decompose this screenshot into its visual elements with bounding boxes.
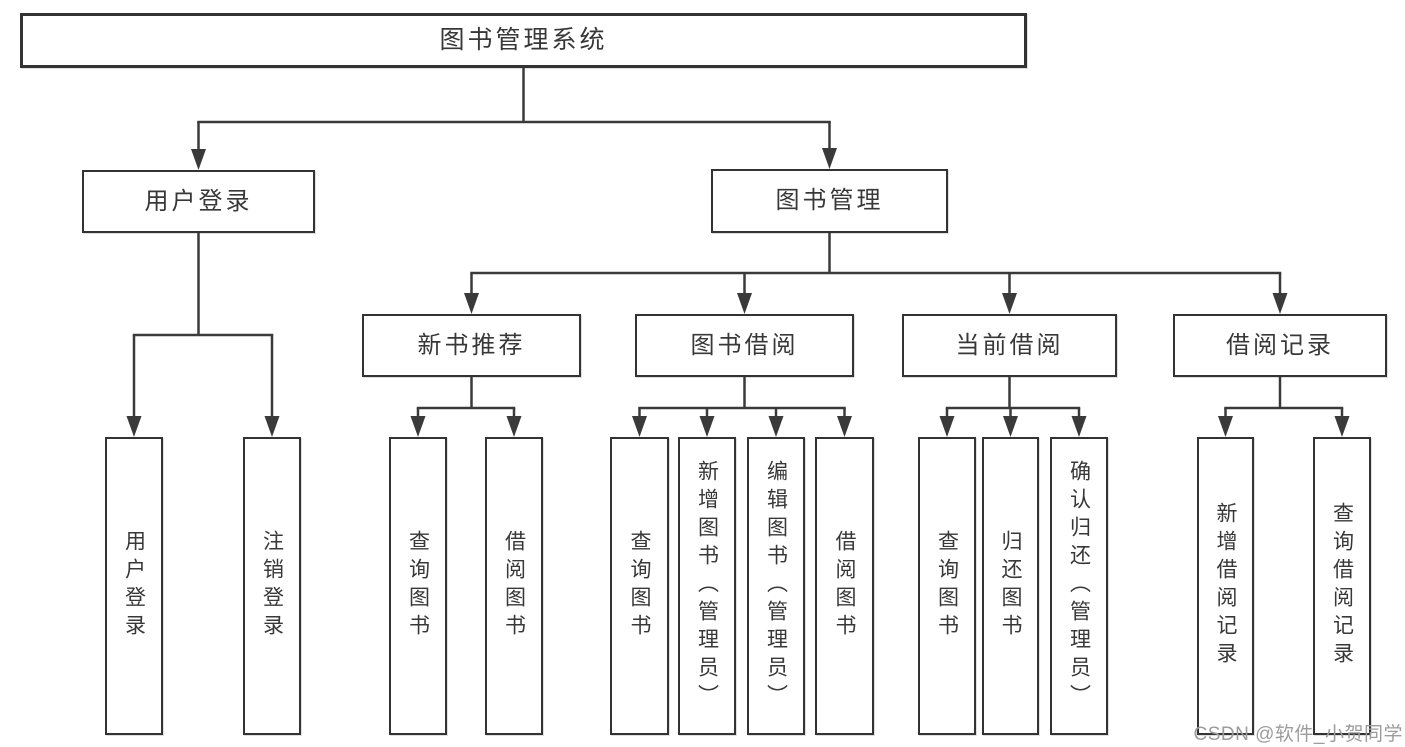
node-leaf-user-login: 用户登录	[105, 437, 163, 735]
node-library-system: 图书管理系统	[20, 13, 1027, 68]
node-book-borrow-label: 图书借阅	[690, 331, 799, 359]
node-library-system-label: 图书管理系统	[439, 26, 608, 54]
node-current-borrow-label: 当前借阅	[955, 331, 1064, 359]
node-leaf-confirm-return: 确认归还（管理员）	[1050, 437, 1108, 735]
node-book-mgmt-branch: 图书管理	[711, 169, 948, 233]
node-user-login-branch-label: 用户登录	[144, 187, 253, 215]
node-leaf-borrow-book-1-label: 借阅图书	[502, 530, 526, 642]
node-book-borrow: 图书借阅	[635, 314, 854, 377]
node-leaf-borrow-book-2-label: 借阅图书	[833, 530, 856, 642]
node-borrow-records-label: 借阅记录	[1226, 331, 1334, 359]
node-leaf-return-book: 归还图书	[982, 437, 1039, 735]
node-leaf-edit-book: 编辑图书（管理员）	[747, 437, 805, 735]
node-leaf-logout-label: 注销登录	[260, 530, 284, 642]
node-leaf-query-book-2: 查询图书	[610, 437, 669, 735]
node-leaf-edit-book-label: 编辑图书（管理员）	[764, 460, 788, 712]
node-leaf-return-book-label: 归还图书	[999, 530, 1022, 642]
node-leaf-add-record-label: 新增借阅记录	[1214, 502, 1237, 670]
node-leaf-add-book-label: 新增图书（管理员）	[695, 460, 719, 712]
node-leaf-query-book-1: 查询图书	[389, 437, 447, 735]
node-leaf-logout: 注销登录	[243, 437, 301, 735]
node-current-borrow: 当前借阅	[902, 314, 1117, 377]
node-new-book-rec: 新书推荐	[362, 314, 581, 377]
node-book-mgmt-branch-label: 图书管理	[775, 187, 884, 214]
node-user-login-branch: 用户登录	[82, 170, 315, 233]
watermark: CSDN @软件_小贺同学	[1193, 724, 1403, 745]
node-leaf-add-record: 新增借阅记录	[1197, 437, 1254, 735]
node-leaf-borrow-book-2: 借阅图书	[815, 437, 874, 735]
node-leaf-borrow-book-1: 借阅图书	[485, 437, 543, 735]
node-leaf-user-login-label: 用户登录	[122, 530, 146, 642]
node-leaf-query-record-label: 查询借阅记录	[1330, 502, 1354, 670]
node-leaf-add-book: 新增图书（管理员）	[678, 437, 736, 735]
node-new-book-rec-label: 新书推荐	[417, 331, 526, 359]
node-leaf-query-book-2-label: 查询图书	[628, 530, 651, 642]
node-borrow-records: 借阅记录	[1173, 314, 1387, 377]
node-leaf-confirm-return-label: 确认归还（管理员）	[1067, 460, 1091, 712]
node-leaf-query-book-1-label: 查询图书	[406, 530, 430, 642]
node-leaf-query-record: 查询借阅记录	[1313, 437, 1371, 735]
node-leaf-query-book-3-label: 查询图书	[935, 530, 959, 642]
node-leaf-query-book-3: 查询图书	[918, 437, 976, 735]
